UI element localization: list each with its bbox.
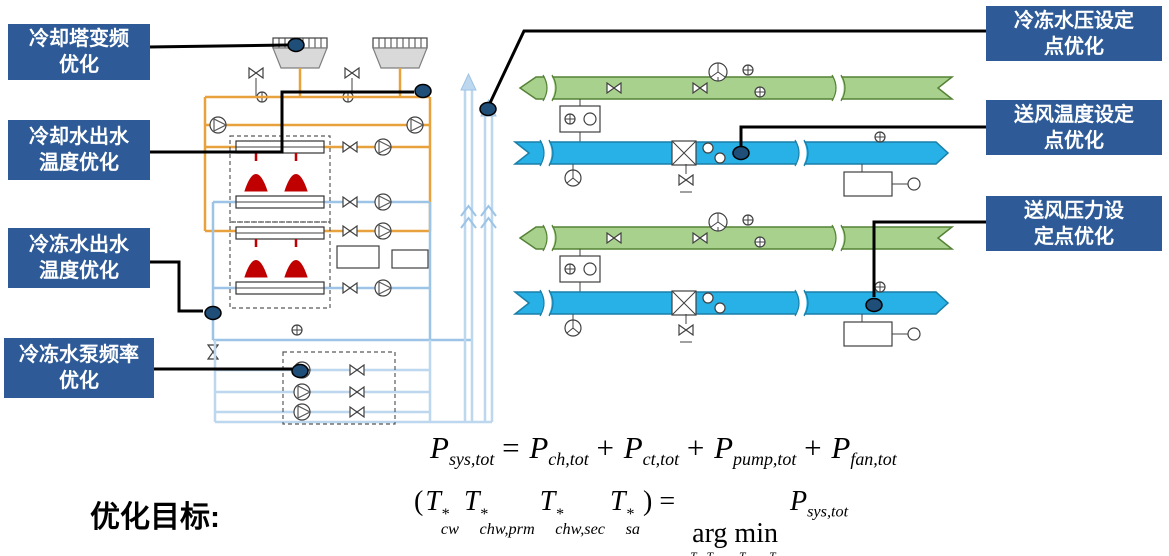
pump-icon	[209, 116, 227, 134]
callout-label-chw-pressure-setpoint: 冷冻水压设定 点优化	[986, 6, 1162, 61]
callout-label-supply-air-pressure: 送风压力设 定点优化	[986, 196, 1162, 251]
valve-icon	[342, 141, 358, 153]
marker-supply-air-temp	[732, 145, 750, 161]
chiller-1	[229, 135, 331, 223]
marker-pump-frequency	[291, 363, 309, 379]
callout-lines	[147, 29, 987, 371]
ahu-top	[515, 63, 952, 196]
callout-label-cooling-tower-vfd: 冷却塔变频 优化	[8, 24, 150, 80]
callout-label-chw-pump-frequency: 冷冻水泵频率 优化	[4, 338, 154, 398]
pump-icon	[374, 193, 392, 211]
callout-label-chilled-water-temp: 冷冻水出水 温度优化	[8, 228, 150, 288]
pump-group-box	[282, 351, 396, 425]
valve-icon	[207, 344, 219, 360]
ahu-bottom	[515, 213, 952, 346]
secondary-loop-pipes	[213, 340, 492, 424]
cooling-tower-2	[372, 37, 428, 69]
valve-icon	[349, 406, 365, 418]
pump-icon	[374, 222, 392, 240]
pump-icon	[293, 403, 311, 421]
callout-label-supply-air-temp: 送风温度设定 点优化	[986, 100, 1162, 155]
chilled-water-risers	[460, 72, 497, 422]
formula-total-power: Psys,tot = Pch,tot + Pct,tot + Ppump,tot…	[430, 430, 897, 470]
pump-icon	[293, 383, 311, 401]
valve-icon	[248, 67, 264, 79]
valve-icon	[342, 282, 358, 294]
valve-icon	[344, 67, 360, 79]
marker-chw-pressure	[479, 101, 497, 117]
marker-supply-air-pressure	[865, 297, 883, 313]
valve-icon	[342, 196, 358, 208]
pump-icon	[374, 279, 392, 297]
equipment-box	[391, 249, 429, 269]
decoupler-tank	[336, 245, 380, 269]
riser-arrow-icon	[460, 72, 477, 91]
objective-label: 优化目标:	[90, 501, 220, 534]
pump-icon	[374, 138, 392, 156]
chiller-2	[229, 221, 331, 309]
pump-icon	[406, 116, 424, 134]
marker-cooling-tower	[287, 37, 305, 53]
chiller-plant	[203, 37, 492, 425]
callout-markers	[204, 37, 883, 379]
valve-icon	[349, 386, 365, 398]
marker-chilled-water-temp	[204, 305, 222, 321]
valve-icon	[342, 225, 358, 237]
sensor-icon	[291, 324, 303, 336]
marker-condenser-water	[414, 83, 432, 99]
callout-label-condenser-water-temp: 冷却水出水 温度优化	[8, 120, 150, 180]
valve-icon	[349, 364, 365, 376]
